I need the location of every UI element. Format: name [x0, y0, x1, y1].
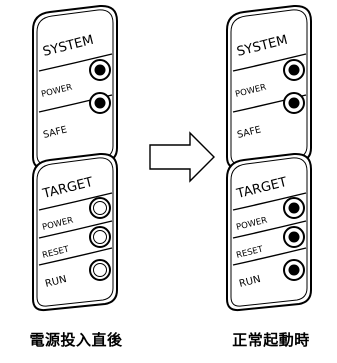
system-led-lit [94, 64, 106, 76]
right-system-panel: SYSTEM POWER SAFE [226, 4, 312, 170]
system-led-lit [288, 64, 300, 76]
target-led-lit [288, 231, 300, 243]
target-led-lit [288, 264, 300, 276]
left-led-group [89, 59, 111, 281]
target-led-unlit [93, 201, 107, 215]
left-system-panel: SYSTEM POWER SAFE [32, 4, 118, 170]
left-target-led-label: RUN [44, 274, 68, 290]
system-led-lit [288, 97, 300, 109]
left-caption: 電源投入直後 [29, 331, 123, 349]
right-led-group [283, 59, 305, 281]
target-led-unlit [93, 230, 107, 244]
right-arrow-icon [149, 131, 215, 183]
system-led-lit [94, 97, 106, 109]
right-caption: 正常起動時 [232, 331, 310, 349]
target-led-unlit [93, 263, 107, 277]
target-led-lit [288, 202, 300, 214]
right-target-led-label: RUN [238, 274, 262, 290]
